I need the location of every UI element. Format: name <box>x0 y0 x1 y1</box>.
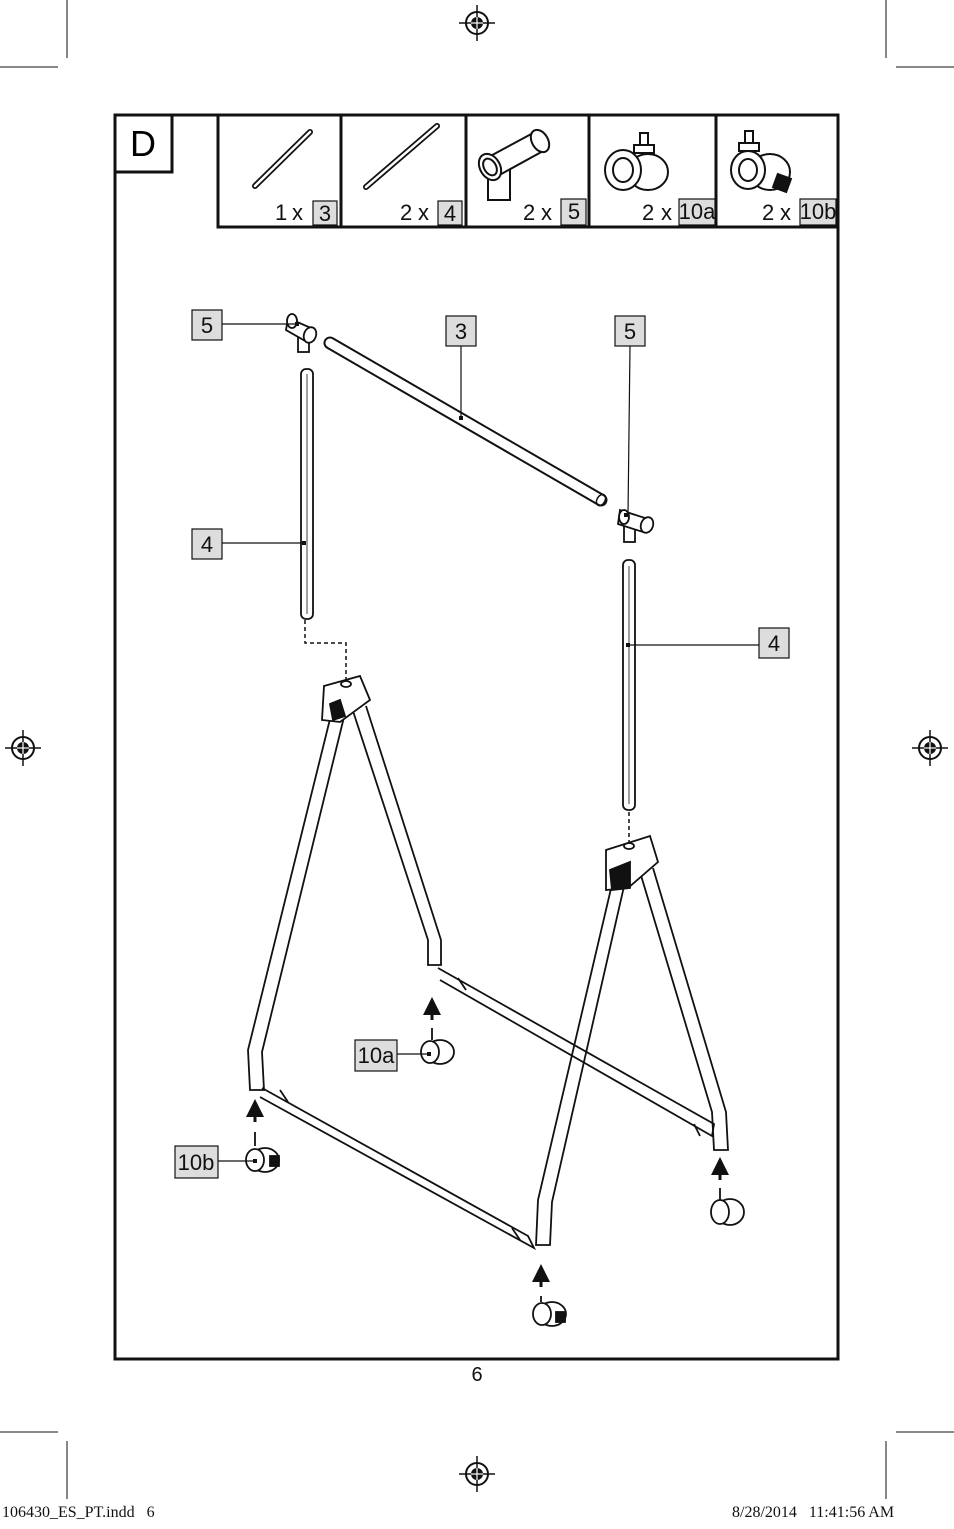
callout-4-right: 4 <box>768 631 780 656</box>
callout-3: 3 <box>455 319 467 344</box>
right-upright-rod <box>622 559 636 842</box>
t-connector-icon <box>477 128 551 201</box>
part-qty: 2 <box>642 200 654 225</box>
callout-5-left: 5 <box>201 313 213 338</box>
callouts: 5 3 5 4 4 10a 10b <box>174 309 790 1179</box>
part-mult: x <box>661 200 672 225</box>
slug-filename: 106430_ES_PT.indd 6 <box>2 1504 155 1521</box>
page-number: 6 <box>471 1364 482 1386</box>
part-qty: 2 <box>400 200 412 225</box>
part-mult: x <box>292 200 303 225</box>
part-ref: 5 <box>568 199 580 224</box>
part-ref: 4 <box>444 201 456 226</box>
slug-timestamp: 8/28/2014 11:41:56 AM <box>732 1504 895 1521</box>
top-rail-rod <box>323 336 608 507</box>
callout-10a: 10a <box>358 1043 395 1068</box>
assembly-drawing <box>218 313 759 1327</box>
base-bars <box>259 967 715 1251</box>
registration-mark-left-icon <box>4 729 42 767</box>
locking-caster-icon <box>730 130 793 194</box>
leader-lines <box>218 323 759 1162</box>
step-letter: D <box>130 123 156 164</box>
part-qty: 2 <box>523 200 535 225</box>
part-mult: x <box>780 200 791 225</box>
part-ref: 10b <box>800 199 837 224</box>
callout-5-right: 5 <box>624 319 636 344</box>
part-qty: 2 <box>762 200 774 225</box>
caster-10b-right <box>532 1296 567 1327</box>
rod-long-icon <box>363 123 440 190</box>
parts-list: 1 x 3 2 x 4 2 x 5 <box>216 113 840 229</box>
caster-10b-left <box>245 1132 280 1173</box>
step-letter-box <box>113 113 174 174</box>
caster-arrows <box>246 997 729 1287</box>
rod-short-icon <box>252 129 313 189</box>
part-ref: 10a <box>679 199 716 224</box>
part-qty: 1 <box>275 200 287 225</box>
connector-left <box>285 313 318 353</box>
registration-mark-right-icon <box>911 729 949 767</box>
step-frame <box>113 113 840 1361</box>
caster-10a-front <box>420 1028 455 1065</box>
callout-10b: 10b <box>178 1150 215 1175</box>
caster-wheel-icon <box>604 132 669 191</box>
left-upright-rod <box>300 368 347 680</box>
right-a-frame <box>535 834 729 1246</box>
registration-mark-bottom-icon <box>458 1455 496 1493</box>
left-a-frame <box>247 674 442 1091</box>
caster-10a-back <box>710 1188 745 1226</box>
registration-mark-top-icon <box>458 4 496 42</box>
callout-4-left: 4 <box>201 532 213 557</box>
part-mult: x <box>541 200 552 225</box>
connector-right <box>617 508 655 543</box>
part-ref: 3 <box>319 201 331 226</box>
part-mult: x <box>418 200 429 225</box>
